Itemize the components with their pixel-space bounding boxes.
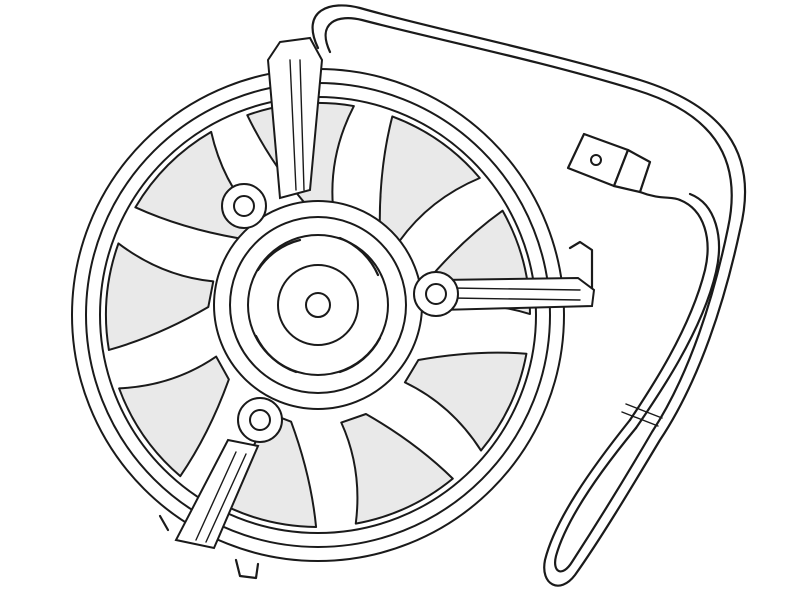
fan-blade bbox=[403, 351, 528, 452]
fan-blade bbox=[378, 115, 481, 243]
motor-hub bbox=[213, 183, 459, 443]
fan-blade bbox=[105, 242, 215, 351]
mount-arm-top bbox=[266, 36, 324, 200]
fan-blade bbox=[340, 412, 454, 525]
connector-plug bbox=[566, 132, 682, 202]
mount-arm-right bbox=[439, 276, 596, 312]
power-cable bbox=[311, 4, 747, 587]
fan-blade bbox=[118, 355, 230, 478]
